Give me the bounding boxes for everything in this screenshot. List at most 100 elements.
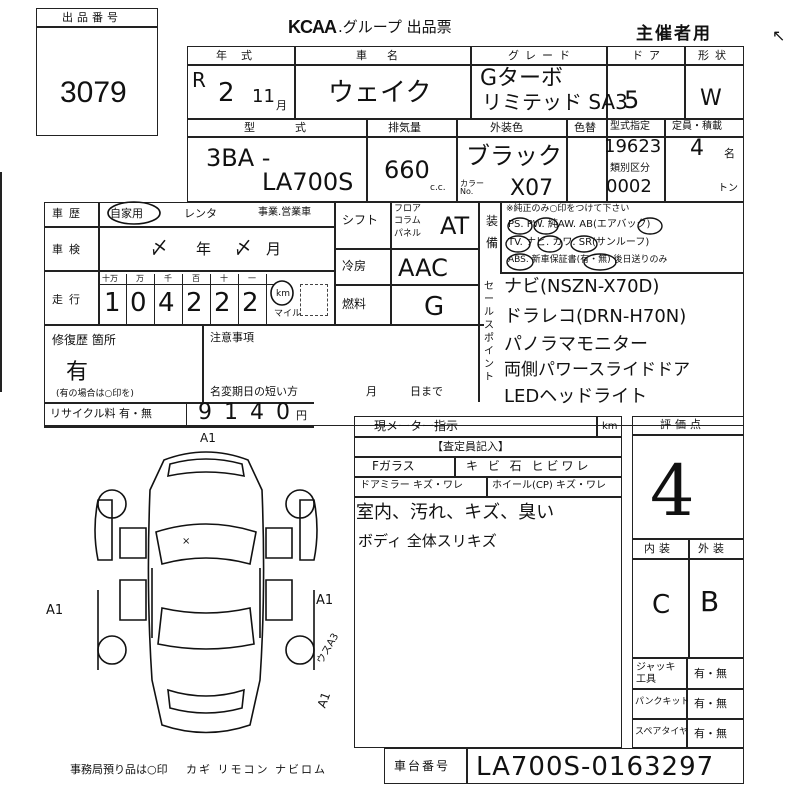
repair-value: 有: [66, 360, 89, 385]
name-change-label: 名変期日の短い方: [210, 385, 298, 398]
inspection-month-unit: 月: [266, 240, 282, 258]
year-month: 11: [252, 86, 275, 107]
fuel-label: 燃料: [342, 297, 367, 311]
chassis-label: 車台番号: [394, 759, 451, 773]
organizer-copy: 主催者用: [636, 24, 712, 44]
mileage-digit-6: 2: [242, 288, 259, 318]
equipment-circle-marks: [505, 217, 663, 271]
glass-label: Fガラス: [372, 459, 415, 473]
lot-number-box: [36, 8, 158, 136]
puncture-value: 有・無: [694, 697, 727, 710]
lot-label: 出品番号: [62, 11, 122, 24]
displacement-label: 排気量: [388, 121, 421, 134]
shift-option-panel: パネル: [394, 229, 422, 239]
km-circle-mark: [270, 280, 294, 306]
selling-point-3: パノラマモニター: [504, 334, 648, 355]
margin-bar: [0, 172, 2, 392]
mirror-label: ドアミラー キズ・ワレ: [360, 480, 463, 491]
meter-unit: km: [602, 421, 618, 432]
history-circle-mark: [107, 201, 161, 225]
selling-point-1: ナビ(NSZN-X70D): [504, 276, 660, 297]
mileage-digit-4: 2: [186, 288, 203, 318]
shape-label: 形状: [698, 49, 732, 62]
vehicle-info-grid: [187, 46, 744, 202]
inspector-note-2: ボディ 全体スリキズ: [358, 532, 497, 550]
shape-value: W: [700, 86, 722, 111]
score-value: 4: [650, 450, 695, 532]
equipment-row2: TV. ナビ. カワ. SR(サンルーフ): [508, 237, 650, 248]
doors-value: 5: [624, 86, 640, 114]
wheel-label: ホイール(CP) キズ・ワレ: [492, 480, 606, 491]
interior-label: 内装: [644, 542, 674, 555]
year-era: R: [192, 68, 206, 92]
model-name-label: 車名: [356, 49, 418, 62]
repair-note: (有の場合は○印を): [56, 389, 134, 399]
chassis-block: [384, 748, 744, 784]
displacement-unit: c.c.: [430, 183, 446, 193]
digit-label-10k: 万: [136, 274, 144, 283]
office-label: 事務局預り品は○印: [70, 763, 168, 776]
jack-label: ジャッキ工具: [636, 662, 676, 685]
spare-value: 有・無: [694, 727, 727, 740]
model-name-value: ウェイク: [328, 78, 432, 108]
exterior-label: 外装: [698, 542, 728, 555]
capacity-label: 定員・積載: [672, 121, 722, 132]
year-label: 年式: [216, 49, 266, 62]
damage-mark-left: A1: [46, 603, 64, 618]
equipment-row1: PS. PW. 純AW. AB(エアバック): [508, 219, 651, 230]
exterior-color-value: ブラック: [466, 142, 562, 170]
digit-label-100k: 十万: [102, 274, 118, 283]
exterior-value: B: [700, 585, 720, 618]
fuel-value: G: [424, 292, 445, 322]
inspection-label: 車検: [52, 243, 86, 256]
grade-label: グレード: [508, 49, 576, 62]
recycle-unit: 円: [296, 409, 307, 422]
shift-label: シフト: [342, 213, 379, 227]
color-no-value: X07: [510, 176, 554, 201]
history-option-rental: レンタ: [184, 207, 217, 220]
selling-points-label: セールスポイント: [484, 281, 494, 383]
capacity-value: 4: [690, 136, 704, 161]
recycle-label: リサイクル料 有・無: [50, 407, 152, 420]
inspection-month-mark: 〆: [234, 238, 252, 259]
tools-block: [632, 658, 744, 748]
name-change-month: 月: [366, 385, 377, 398]
digit-label-1: 一: [248, 274, 256, 283]
history-label: 車歴: [52, 207, 86, 220]
year-month-unit: 月: [276, 99, 287, 112]
model-code-line1: 3BA -: [206, 144, 271, 172]
inspection-year-unit: 年: [196, 240, 212, 258]
equipment-note: ※純正のみ○印をつけて下さい: [506, 204, 630, 214]
chassis-value: LA700S-0163297: [476, 752, 715, 782]
type-designation-label: 型式指定: [610, 121, 650, 132]
doors-label: ドア: [632, 49, 666, 62]
mileage-unit-km: km: [276, 289, 290, 299]
digit-label-1k: 千: [164, 274, 172, 283]
lot-number: 3079: [60, 76, 127, 109]
model-code-line2: LA700S: [262, 168, 354, 196]
year-value: 2: [218, 78, 235, 108]
selling-point-4: 両側パワースライドドア: [504, 360, 691, 380]
mileage-digit-2: 0: [130, 288, 147, 318]
details-block: [44, 202, 744, 426]
inspector-block: [354, 416, 622, 748]
equipment-row3: ABS. 新車保証書(有・無) 後日送りのみ: [508, 255, 668, 265]
capacity-unit-persons: 名: [724, 147, 735, 160]
notes-label: 注意事項: [210, 331, 254, 344]
mileage-label: 走行: [52, 293, 86, 306]
mileage-digit-1: 1: [104, 288, 121, 318]
model-code-label: 型式: [244, 121, 346, 134]
class-value: 0002: [606, 176, 652, 197]
repair-label: 修復歴 箇所: [52, 333, 116, 347]
selling-point-5: LEDヘッドライト: [504, 386, 648, 407]
corner-arrow-mark: ↖: [772, 26, 786, 45]
history-option-business: 事業.営業車: [258, 207, 312, 218]
shift-option-floor: フロア: [394, 204, 422, 214]
grade-line2: リミテッド SA3: [482, 90, 628, 114]
aircon-value: AAC: [398, 254, 448, 282]
class-label: 類別区分: [610, 163, 650, 174]
damage-mark-top: A1: [200, 431, 216, 445]
grade-line1: Gターボ: [480, 66, 564, 91]
inspection-year-mark: 〆: [150, 238, 168, 259]
digit-label-10: 十: [220, 274, 228, 283]
